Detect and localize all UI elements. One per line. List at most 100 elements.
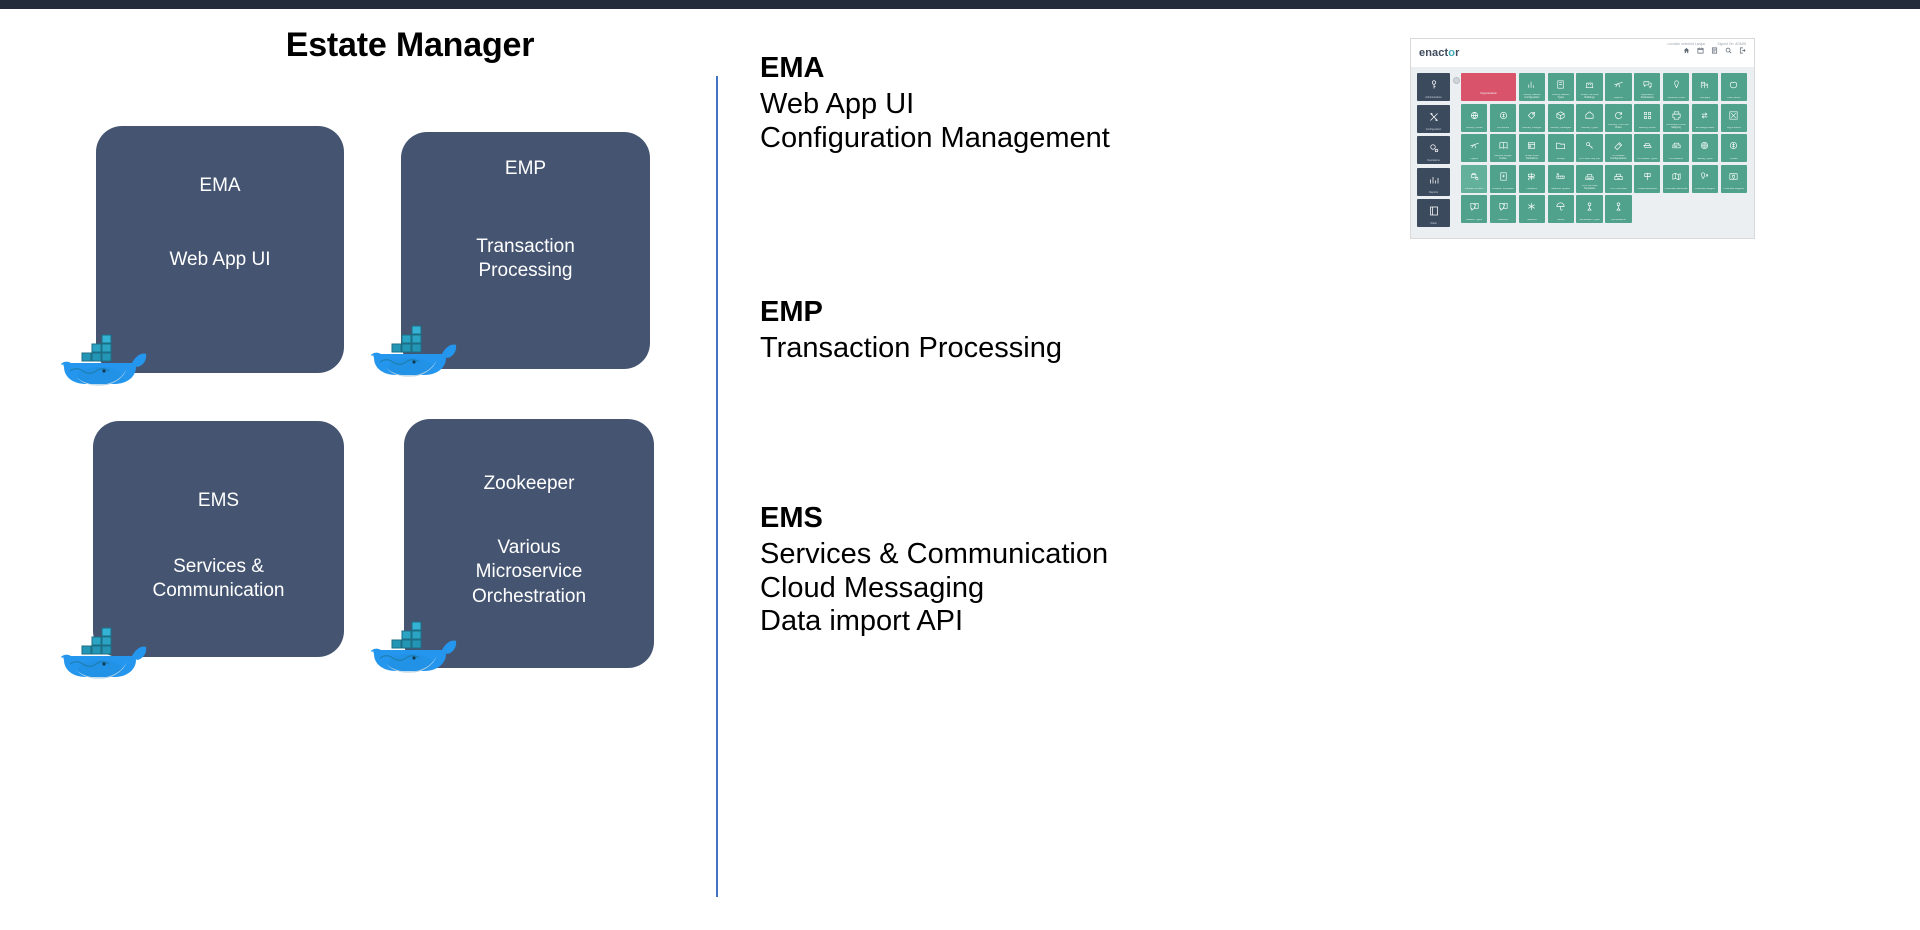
- app-tile[interactable]: Location Printers: [1461, 164, 1488, 193]
- app-tile[interactable]: Activity Statistic Configuration: [1518, 73, 1546, 101]
- app-tile[interactable]: Stores: [1547, 195, 1574, 223]
- component-name-zookeeper: Zookeeper: [483, 473, 575, 494]
- collapse-toggle-icon[interactable]: [1453, 77, 1460, 84]
- sidebar-label-3: Reports: [1428, 190, 1439, 194]
- component-box-ema[interactable]: EMA Web App UI: [96, 126, 344, 373]
- component-box-emp[interactable]: EMP Transaction Processing: [401, 132, 650, 369]
- app-tile[interactable]: Activity Statistic Types: [1547, 73, 1574, 101]
- app-tile[interactable]: POS Terminals: [1605, 164, 1632, 193]
- app-tile[interactable]: Group Level Definitions: [1518, 134, 1546, 162]
- page-title: Estate Manager: [285, 26, 535, 64]
- app-tile[interactable]: Postcode Regions: [1720, 164, 1747, 193]
- book-icon: [1429, 206, 1438, 216]
- app-tile-label: Postcode Ranges: [1695, 188, 1715, 191]
- logout-icon[interactable]: [1739, 47, 1746, 54]
- info-line-ems-2: Cloud Messaging: [760, 571, 985, 604]
- app-tile[interactable]: Delivery Charges: [1518, 103, 1546, 132]
- app-tile[interactable]: Organisation: [1461, 73, 1517, 101]
- app-tile[interactable]: Document Printer Mapping: [1662, 103, 1690, 132]
- app-tile[interactable]: Currencies: [1489, 103, 1517, 132]
- app-tile[interactable]: Identity Types: [1691, 134, 1719, 162]
- sidebar-item-static[interactable]: Static: [1417, 199, 1450, 227]
- component-desc-zk-line3: Orchestration: [471, 586, 587, 608]
- app-header: enactor Location selected Langar Signed …: [1411, 39, 1754, 67]
- app-tile-label: Postal Addresses: [1637, 188, 1657, 191]
- app-tile[interactable]: Collection Point: [1662, 73, 1690, 101]
- sidebar-item-administration[interactable]: Administration: [1417, 73, 1450, 101]
- app-tile[interactable]: Postcode Ranges: [1691, 164, 1719, 193]
- app-tile[interactable]: Delivery Types: [1576, 103, 1603, 132]
- app-tile[interactable]: Delivery Time Slot Rules: [1605, 103, 1632, 132]
- app-tile[interactable]: Application Parameters: [1634, 73, 1661, 101]
- app-tile[interactable]: KC Readers: [1662, 134, 1690, 162]
- component-desc-ema: Web App UI: [169, 248, 271, 270]
- app-tile[interactable]: KC Reader Types: [1634, 134, 1661, 162]
- app-tile[interactable]: Country Codes: [1461, 103, 1488, 132]
- sidebar-item-reports[interactable]: Reports: [1417, 167, 1450, 196]
- app-tile[interactable]: POS Terminal Templates: [1576, 164, 1603, 193]
- app-tile[interactable]: Company: [1691, 73, 1719, 101]
- component-name-ems: EMS: [197, 490, 240, 511]
- component-desc-zookeeper: Various Microservice Orchestration: [472, 536, 586, 610]
- app-tile[interactable]: Flights: [1461, 134, 1488, 162]
- app-tile[interactable]: Locations: [1518, 164, 1546, 193]
- component-desc-zk-line1: Various: [497, 536, 561, 558]
- sidebar-item-operations[interactable]: Operations: [1417, 136, 1450, 164]
- key-icon: [1586, 142, 1593, 149]
- app-tile-label: KC Reader Types: [1637, 157, 1658, 160]
- app-tile[interactable]: Groups: [1547, 134, 1574, 162]
- app-tile[interactable]: Airports: [1605, 73, 1632, 101]
- device-icon: [1643, 143, 1652, 148]
- component-box-zookeeper[interactable]: Zookeeper Various Microservice Orchestra…: [404, 419, 654, 668]
- app-tile[interactable]: Exchange Rates: [1691, 103, 1719, 132]
- app-tile[interactable]: Postcode Addresses: [1662, 164, 1690, 193]
- app-tile-label: Collection Point: [1667, 96, 1685, 99]
- pin-range-icon: [1701, 172, 1709, 179]
- chart-icon: [1429, 176, 1438, 183]
- register-icon: [1614, 173, 1623, 180]
- sidebar-label-1: Configuration: [1425, 127, 1442, 131]
- template-icon: [1499, 172, 1507, 180]
- app-tile[interactable]: Flight Zones: [1720, 103, 1747, 132]
- app-tile[interactable]: Seasons: [1518, 195, 1546, 223]
- app-tile[interactable]: Delivery Packages: [1547, 103, 1574, 132]
- calendar-icon[interactable]: [1697, 47, 1704, 54]
- card-icon: [1528, 142, 1536, 149]
- folder-icon: [1556, 142, 1566, 150]
- info-head-ems: EMS: [760, 502, 823, 534]
- search-icon[interactable]: [1725, 47, 1732, 54]
- app-tile[interactable]: Workstation Types: [1576, 195, 1603, 223]
- app-tile[interactable]: General Ledger Codes: [1489, 134, 1517, 162]
- app-tile-label: Location Printers: [1464, 188, 1484, 191]
- snowflake-icon: [1528, 202, 1536, 211]
- app-tile[interactable]: Airport Terminal Buildings: [1576, 73, 1603, 101]
- component-box-ems[interactable]: EMS Services & Communication: [93, 421, 344, 657]
- sidebar-item-configuration[interactable]: Configuration: [1417, 104, 1450, 133]
- app-tile[interactable]: Measure System: [1547, 164, 1574, 193]
- app-tile[interactable]: Postal Addresses: [1634, 164, 1661, 193]
- building-icon: [1585, 82, 1594, 89]
- component-desc-ems-line1: Services &: [173, 555, 264, 577]
- chat-icon: [1643, 81, 1652, 89]
- flight-icon: [1729, 111, 1738, 119]
- app-body: Administration Configuration Operations …: [1411, 67, 1754, 238]
- app-tile[interactable]: Cost Centre: [1720, 73, 1747, 101]
- list-icon[interactable]: [1711, 47, 1718, 54]
- app-tile[interactable]: Locale: [1720, 134, 1747, 162]
- app-tile[interactable]: Workstations: [1605, 195, 1632, 223]
- app-tile[interactable]: Location Templates: [1489, 164, 1517, 193]
- plane-icon: [1469, 142, 1479, 149]
- info-block-ema: EMA Web App UI Configuration Management: [760, 52, 1110, 155]
- component-name-emp: EMP: [504, 158, 547, 179]
- app-tile[interactable]: Reasons: [1489, 195, 1517, 223]
- app-tile[interactable]: KC Public Key List: [1576, 134, 1603, 162]
- exchange-icon: [1702, 112, 1708, 118]
- scanner-icon: [1672, 142, 1681, 149]
- info-block-emp: EMP Transaction Processing: [760, 296, 1062, 366]
- app-tile[interactable]: KC Reader Configurations: [1605, 134, 1632, 162]
- home-icon[interactable]: [1683, 47, 1690, 54]
- app-tile[interactable]: Delivery Zones: [1634, 103, 1661, 132]
- app-tile[interactable]: Reason Types: [1461, 195, 1488, 223]
